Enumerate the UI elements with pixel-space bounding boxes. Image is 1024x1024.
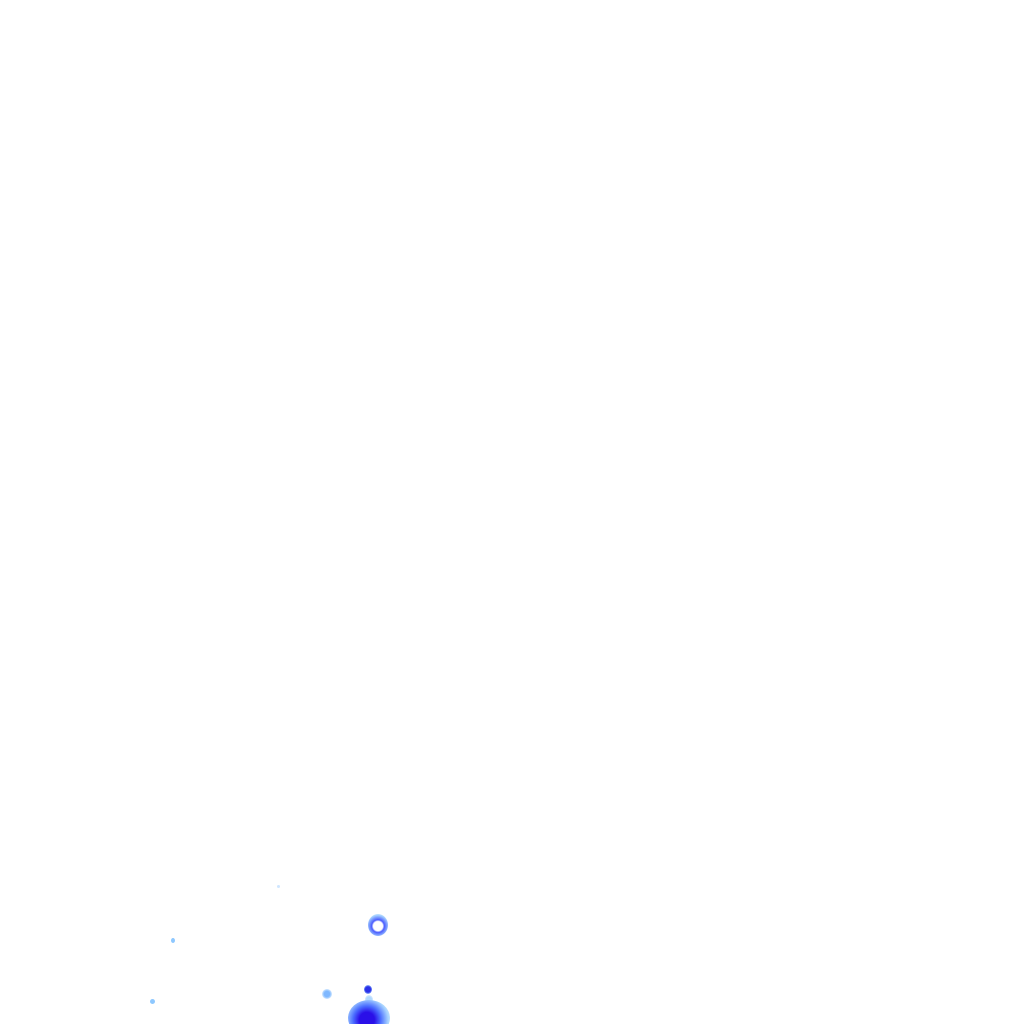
- large-blob: [348, 1000, 390, 1024]
- small-blob: [364, 985, 372, 994]
- speck: [277, 885, 280, 888]
- small-blob: [365, 995, 373, 1004]
- speck: [150, 999, 155, 1004]
- small-blob: [322, 989, 332, 999]
- ring-blob: [368, 914, 388, 936]
- speck: [171, 938, 175, 943]
